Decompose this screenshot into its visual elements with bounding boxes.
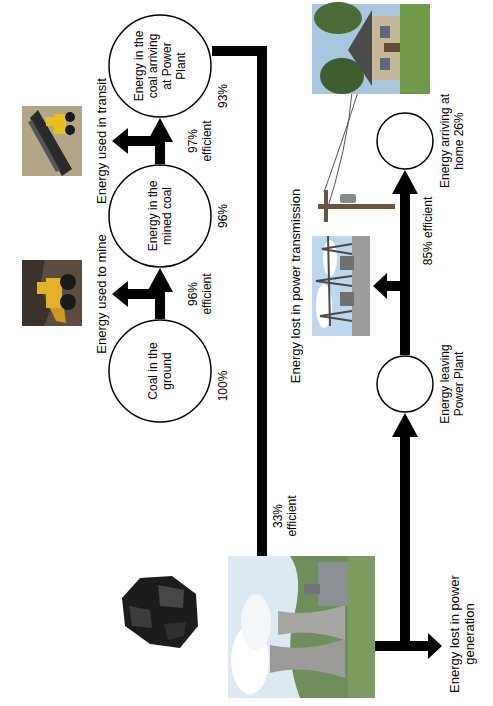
coal-lump	[164, 622, 186, 640]
branch-arrow	[405, 633, 442, 659]
transit-photo	[65, 112, 75, 122]
substation-photo	[322, 244, 352, 254]
node-label: Energy in the coal arriving at Power Pla…	[132, 29, 188, 104]
circle-outline	[376, 112, 434, 170]
node-value: 96%	[216, 191, 230, 241]
loss-label: Energy lost in power transmission	[288, 171, 303, 401]
circle-outline	[109, 15, 211, 117]
utility-pole	[318, 204, 395, 209]
node-value: Energy arriving at home 26%	[438, 85, 466, 197]
substation-photo	[340, 256, 354, 270]
energy-circle: Energy in the mined coal96%	[108, 164, 212, 268]
transit-photo	[22, 106, 82, 176]
power-plant-photo	[270, 639, 345, 678]
circle-outline	[377, 356, 433, 412]
mining-photo	[50, 308, 66, 323]
loss-label: Energy used to mine	[94, 219, 109, 369]
substation-photo	[320, 311, 352, 321]
utility-pole	[324, 92, 352, 220]
energy-circle: Energy leaving Power Plant	[376, 355, 434, 413]
energy-circle: Energy in the coal arriving at Power Pla…	[108, 14, 212, 118]
substation-photo	[323, 240, 337, 276]
mining-photo	[22, 260, 50, 326]
branch-arrow	[386, 281, 404, 291]
flow-arrow	[400, 188, 410, 355]
house-photo	[400, 4, 430, 94]
house-photo	[380, 58, 390, 70]
substation-photo	[328, 236, 330, 326]
efficiency-label: 97% efficient	[186, 113, 214, 169]
circle-outline	[376, 355, 434, 413]
power-plant-photo	[348, 556, 375, 698]
utility-pole	[340, 194, 356, 203]
energy-circle: Coal in the ground100%	[108, 319, 212, 423]
branch-arrow	[112, 128, 128, 154]
coal-lump	[122, 576, 198, 648]
transit-photo	[30, 110, 72, 176]
loss-label: Energy lost in power generation	[447, 567, 477, 701]
node-value: 93%	[216, 71, 230, 121]
mining-photo	[37, 282, 47, 294]
circle-outline	[109, 320, 211, 422]
substation-photo	[316, 236, 352, 326]
coal-lump	[158, 585, 184, 608]
branch-arrow	[127, 289, 157, 299]
energy-circle: Energy arriving at home 26%	[376, 112, 434, 170]
substation-photo	[352, 236, 370, 336]
efficiency-label: 96% efficient	[186, 266, 214, 322]
transit-photo	[22, 106, 82, 176]
branch-arrow	[373, 273, 387, 299]
circle-outline	[109, 165, 211, 267]
mining-photo	[46, 278, 62, 308]
transit-photo	[65, 125, 75, 135]
power-plant-photo	[228, 556, 375, 698]
house-photo	[384, 43, 400, 52]
loss-label: Energy used in transit	[94, 66, 109, 216]
node-label: Energy in the mined coal	[146, 179, 174, 254]
mining-photo	[22, 260, 82, 326]
branch-arrow	[112, 281, 157, 307]
house-photo	[314, 2, 362, 34]
house-photo	[312, 2, 430, 94]
node-label: Coal in the ground	[146, 334, 174, 409]
branch-arrow	[373, 273, 404, 299]
power-plant-photo	[304, 584, 320, 594]
mining-photo	[60, 294, 76, 310]
coal-lump	[129, 606, 152, 628]
substation-photo	[312, 236, 370, 336]
node-value: 100%	[216, 361, 230, 411]
substation-photo	[312, 236, 370, 336]
substation-photo	[316, 276, 352, 286]
branch-arrow	[428, 633, 442, 659]
house-photo	[380, 26, 390, 38]
branch-arrow	[127, 136, 157, 146]
power-plant-photo	[318, 562, 348, 606]
house-photo	[372, 16, 400, 80]
branch-arrow	[112, 128, 157, 154]
efficiency-label: 85% efficient	[421, 195, 435, 268]
mining-photo	[60, 274, 76, 290]
power-plant-photo	[228, 556, 375, 698]
branch-arrow	[112, 281, 128, 307]
power-plant-photo	[278, 605, 345, 640]
house-photo	[348, 10, 372, 86]
coal-lump	[122, 576, 198, 648]
mining-photo	[22, 260, 82, 326]
efficiency-label: 33% efficient	[271, 488, 299, 544]
transit-photo	[54, 114, 66, 134]
transit-photo	[46, 117, 55, 126]
substation-photo	[340, 292, 354, 306]
circle-outline	[377, 113, 433, 169]
branch-arrow	[405, 641, 429, 651]
node-value: Energy leaving Power Plant	[438, 328, 466, 440]
power-plant-photo	[241, 594, 271, 650]
utility-pole	[324, 92, 358, 192]
